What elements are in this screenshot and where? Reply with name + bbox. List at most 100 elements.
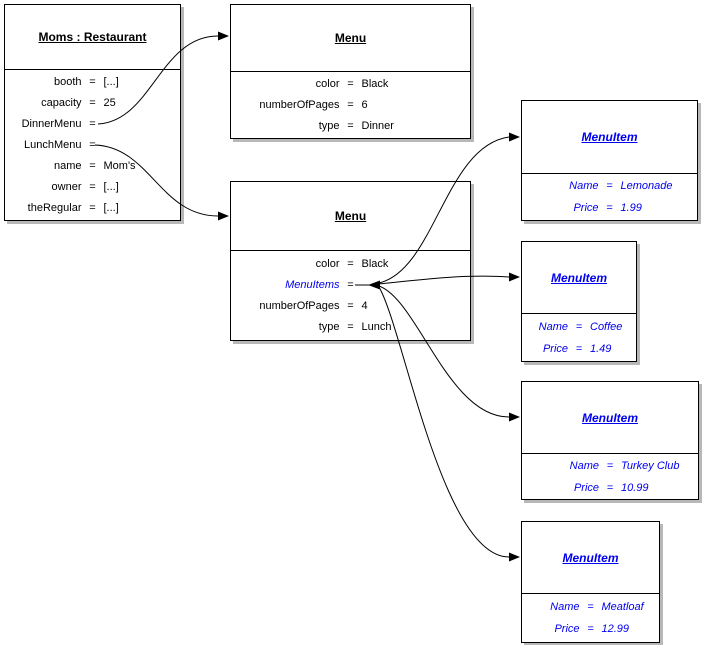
title-compartment: MenuItem [522,382,698,454]
attribute-value: Lunch [361,320,392,333]
equals-sign: = [347,299,354,312]
equals-sign: = [606,459,614,472]
equals-sign: = [347,257,354,270]
attribute-name: booth [53,75,82,88]
attribute-name: theRegular [27,201,82,214]
attribute-row: Price = 1.99 [522,197,697,219]
attributes-compartment: color = Black MenuItems = numberOfPages … [231,251,470,340]
equals-sign: = [347,119,354,132]
object-box-menu-lunch[interactable]: Menu color = Black MenuItems = numberOfP… [230,181,471,341]
attribute-value: Turkey Club [621,459,680,472]
attribute-row: MenuItems = [231,275,470,296]
equals-sign: = [89,117,96,130]
object-title: Menu [334,209,367,223]
attribute-row: LunchMenu = [5,135,180,156]
attribute-value: 25 [103,96,116,109]
attribute-row: Name = Meatloaf [522,596,659,618]
attribute-value: [...] [103,201,119,214]
attribute-value: 4 [361,299,368,312]
attribute-value: Black [361,77,389,90]
attribute-name: DinnerMenu [21,117,82,130]
attribute-row: color = Black [231,74,470,95]
equals-sign: = [89,180,96,193]
attribute-value: 1.49 [590,342,612,355]
arrowhead-lemonade-icon [509,132,520,142]
arrowhead-turkey-club-icon [509,412,520,422]
object-title: MenuItem [550,270,607,285]
attribute-value [362,275,471,296]
attribute-value: Coffee [590,320,623,333]
arrowhead-coffee-icon [509,272,520,282]
attribute-name: capacity [41,96,82,109]
attribute-row: Price = 10.99 [522,477,698,499]
equals-sign: = [606,202,613,214]
attribute-row: type = Dinner [231,116,470,137]
title-compartment: MenuItem [522,101,697,174]
attribute-row: name = Mom's [5,156,180,177]
attribute-name: Price [554,623,580,635]
attribute-value [104,114,181,135]
equals-sign: = [347,278,354,291]
title-compartment: Menu [231,5,470,72]
attribute-row: numberOfPages = 6 [231,95,470,116]
attribute-name: Name [538,320,568,333]
equals-sign: = [575,342,583,355]
attribute-name-menuitems: MenuItems [285,278,340,291]
arrowhead-meatloaf-icon [509,552,520,562]
attribute-name: color [315,77,340,90]
equals-sign: = [89,201,96,214]
attribute-name: Price [542,342,568,355]
attribute-value [104,135,181,156]
attribute-value: Dinner [361,119,394,132]
attribute-value: [...] [103,180,119,193]
object-title: Menu [334,31,367,45]
equals-sign: = [89,159,96,172]
title-compartment: MenuItem [522,242,636,314]
attribute-value: 12.99 [601,623,630,635]
attribute-name: Name [569,180,599,192]
attributes-compartment: Name = Turkey Club Price = 10.99 [522,454,698,499]
title-compartment: Menu [231,182,470,251]
equals-sign: = [575,320,583,333]
object-title: Moms : Restaurant [38,30,147,44]
attribute-row: color = Black [231,254,470,275]
attribute-row: Name = Lemonade [522,175,697,197]
attribute-value: 1.99 [620,202,642,214]
attribute-value: Black [361,257,389,270]
attribute-name: Name [569,459,599,472]
object-box-menuitem-meatloaf[interactable]: MenuItem Name = Meatloaf Price = 12.99 [521,521,660,643]
attribute-value: 6 [361,98,368,111]
object-box-menuitem-turkey-club[interactable]: MenuItem Name = Turkey Club Price = 10.9… [521,381,699,500]
attribute-name: Price [573,481,599,494]
attribute-name: Price [573,202,599,214]
equals-sign: = [587,623,594,635]
attribute-name: LunchMenu [24,138,82,151]
attribute-value: Meatloaf [601,601,644,613]
attribute-row: theRegular = [...] [5,198,180,219]
attributes-compartment: Name = Coffee Price = 1.49 [522,314,636,361]
title-compartment: Moms : Restaurant [5,5,180,70]
attribute-row: numberOfPages = 4 [231,296,470,317]
object-box-moms-restaurant[interactable]: Moms : Restaurant booth = [...] capacity… [4,4,181,221]
attributes-compartment: color = Black numberOfPages = 6 type = D… [231,72,470,138]
attribute-row: Price = 12.99 [522,618,659,640]
attribute-name: type [318,320,340,333]
attribute-value: [...] [103,75,119,88]
attribute-name: numberOfPages [259,299,340,312]
attributes-compartment: booth = [...] capacity = 25 DinnerMenu =… [5,70,180,220]
attribute-row: Name = Turkey Club [522,455,698,477]
attribute-name: type [318,119,340,132]
attribute-value: Mom's [103,159,136,172]
equals-sign: = [587,601,594,613]
attribute-name: color [315,257,340,270]
object-box-menu-dinner[interactable]: Menu color = Black numberOfPages = 6 typ… [230,4,471,139]
equals-sign: = [606,481,614,494]
object-box-menuitem-lemonade[interactable]: MenuItem Name = Lemonade Price = 1.99 [521,100,698,221]
attribute-row: capacity = 25 [5,93,180,114]
equals-sign: = [89,75,96,88]
attribute-name: owner [51,180,82,193]
object-box-menuitem-coffee[interactable]: MenuItem Name = Coffee Price = 1.49 [521,241,637,362]
object-title: MenuItem [581,410,638,425]
attribute-name: Name [550,601,580,613]
